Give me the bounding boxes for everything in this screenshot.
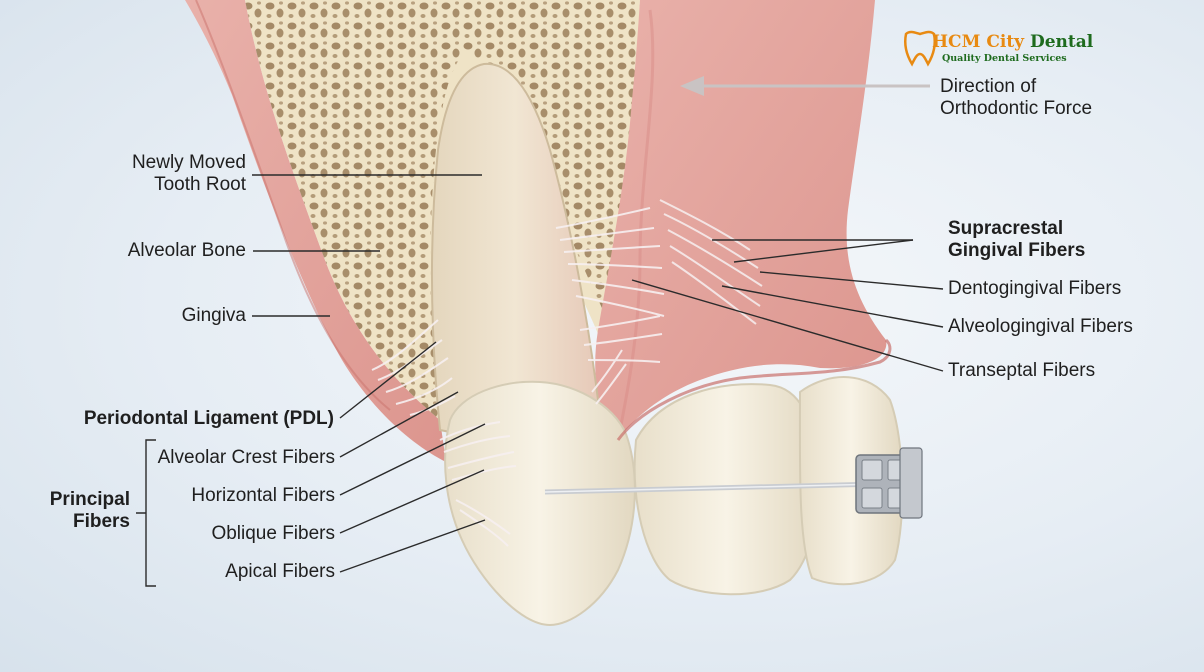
leader-lines <box>252 174 944 573</box>
label-root-line2: Tooth Root <box>154 174 246 195</box>
label-horizontal: Horizontal Fibers <box>191 485 335 506</box>
label-gingiva: Gingiva <box>181 305 246 326</box>
label-alveolar-crest: Alveolar Crest Fibers <box>157 447 335 468</box>
label-force-line1: Direction of <box>940 76 1037 97</box>
label-tooth-root: Newly Moved Tooth Root <box>132 152 246 196</box>
label-supracrestal-line2: Gingival Fibers <box>948 240 1086 261</box>
label-principal-line1: Principal <box>49 489 130 510</box>
label-dentogingival: Dentogingival Fibers <box>948 278 1122 299</box>
brand-name-part2: Dental <box>1029 32 1094 52</box>
label-alveolar-bone: Alveolar Bone <box>127 240 246 261</box>
alveolar-bone <box>245 0 640 420</box>
brand-name: HCM City Dental <box>932 32 1093 52</box>
label-oblique: Oblique Fibers <box>211 523 335 544</box>
adjacent-tooth-2 <box>798 376 904 586</box>
label-force: Direction of Orthodontic Force <box>940 76 1092 120</box>
label-apical: Apical Fibers <box>225 561 335 582</box>
gingiva-right <box>595 0 887 440</box>
label-force-line2: Orthodontic Force <box>940 98 1093 119</box>
brand-name-part1: HCM City <box>932 32 1030 52</box>
label-principal-fibers: Principal Fibers <box>50 489 130 533</box>
tooth-crown <box>444 380 636 627</box>
pdl-fibers-left <box>371 319 517 547</box>
label-supracrestal: Supracrestal Gingival Fibers <box>948 218 1085 262</box>
force-arrow <box>680 76 930 96</box>
label-supracrestal-line1: Supracrestal <box>948 218 1064 239</box>
supracrestal-fibers <box>659 199 763 325</box>
label-principal-line2: Fibers <box>72 511 130 532</box>
label-pdl: Periodontal Ligament (PDL) <box>83 408 334 429</box>
gingiva-left <box>185 0 446 462</box>
label-transeptal: Transeptal Fibers <box>948 360 1096 381</box>
brand-tagline: Quality Dental Services <box>942 53 1067 64</box>
orthodontic-bracket <box>855 447 923 519</box>
label-alveologingival: Alveologingival Fibers <box>948 316 1133 337</box>
label-root-line1: Newly Moved <box>131 152 246 173</box>
pdl-fibers-right <box>555 207 665 405</box>
principal-fibers-bracket <box>136 439 156 587</box>
brand-tooth-logo <box>904 30 936 67</box>
